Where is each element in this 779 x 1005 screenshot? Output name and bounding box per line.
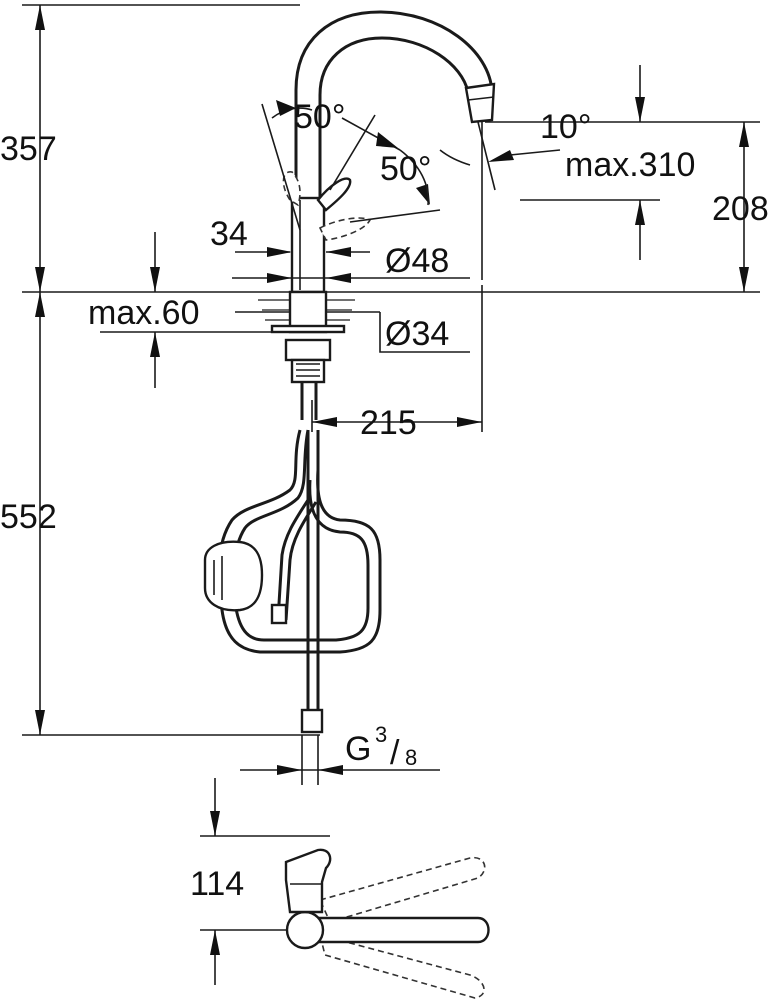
handle-ghost-right bbox=[318, 217, 372, 241]
dim-552-label: 552 bbox=[0, 498, 57, 536]
dim-dia48: Ø48 bbox=[232, 242, 470, 283]
base-circle bbox=[285, 910, 325, 950]
dim-34-label: 34 bbox=[210, 215, 248, 253]
dim-208-label: 208 bbox=[712, 190, 769, 228]
angle-50-right-label: 50° bbox=[380, 150, 431, 188]
thread-label: G bbox=[345, 730, 371, 768]
dim-357: 357 bbox=[0, 4, 300, 292]
dim-357-label: 357 bbox=[0, 130, 57, 168]
spout-ghost-up bbox=[318, 856, 486, 923]
spout-top bbox=[298, 916, 490, 944]
spray-head bbox=[464, 82, 496, 124]
thread-denominator: 8 bbox=[405, 745, 417, 770]
dim-max60-label: max.60 bbox=[88, 294, 200, 332]
thread-slash: / bbox=[390, 734, 400, 772]
hose-weight bbox=[203, 540, 264, 612]
dim-max310-label: max.310 bbox=[565, 146, 695, 184]
dim-thread: G 3 / 8 bbox=[240, 722, 440, 785]
handle-top bbox=[284, 848, 332, 914]
counter-mount bbox=[258, 290, 355, 384]
supply-hoses bbox=[203, 382, 382, 734]
handle bbox=[316, 177, 352, 212]
angle-10-label: 10° bbox=[540, 108, 591, 146]
dim-114-label: 114 bbox=[190, 865, 244, 903]
angle-50-left-label: 50° bbox=[294, 98, 345, 136]
handle-ghost-left bbox=[282, 171, 301, 207]
angle-50-left: 50° bbox=[261, 98, 345, 231]
dim-552: 552 bbox=[0, 292, 320, 736]
dim-208: 208 bbox=[640, 121, 769, 292]
angle-10: 10° bbox=[439, 108, 640, 280]
faucet-body bbox=[282, 10, 496, 294]
faucet-column bbox=[290, 196, 326, 294]
spout-ghost-down bbox=[318, 933, 485, 999]
thread-numerator: 3 bbox=[375, 722, 387, 747]
angle-50-right: 50° bbox=[329, 114, 441, 223]
dim-dia48-label: Ø48 bbox=[385, 242, 449, 280]
dim-dia34: Ø34 bbox=[326, 311, 470, 353]
dim-max60: max.60 bbox=[88, 232, 290, 388]
dim-215: 215 bbox=[311, 285, 483, 442]
dim-max310: max.310 bbox=[520, 65, 695, 260]
dim-215-label: 215 bbox=[360, 404, 417, 442]
dim-dia34-label: Ø34 bbox=[385, 315, 449, 353]
dim-34: 34 bbox=[210, 215, 370, 257]
top-view: 114 bbox=[190, 778, 490, 999]
